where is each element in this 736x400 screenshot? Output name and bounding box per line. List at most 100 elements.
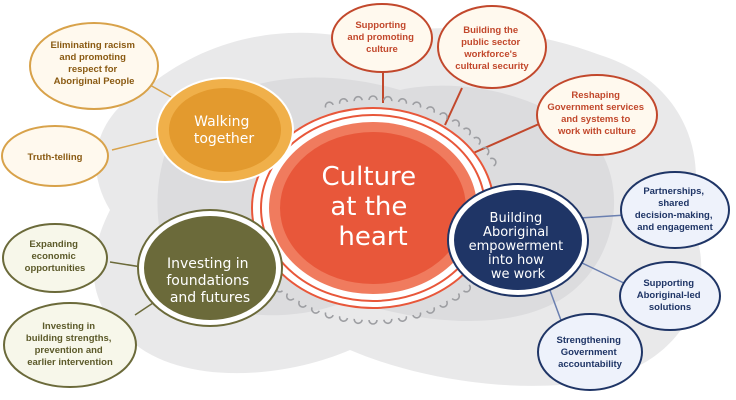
node-workforce-label: Building the public sector workforce's c…	[455, 25, 529, 72]
node-line: public sector	[461, 37, 520, 48]
building-hub	[447, 183, 589, 297]
node-line: Eliminating racism	[50, 40, 134, 51]
scallop-mark	[451, 119, 461, 127]
connector-building-aboriginal-led	[579, 261, 629, 286]
node-line: earlier intervention	[27, 357, 113, 368]
node-line: opportunities	[25, 263, 86, 274]
node-aboriginal-led	[619, 261, 721, 331]
scallop-mark	[397, 98, 408, 104]
node-line: Truth-telling	[28, 152, 83, 163]
node-line: and promoting	[59, 52, 126, 63]
node-line: Government	[561, 347, 618, 358]
node-line: accountability	[558, 359, 623, 370]
investing-hub	[137, 209, 283, 327]
scallop-mark	[353, 95, 363, 102]
scallop-mark	[324, 101, 334, 108]
node-line: Partnerships,	[643, 186, 704, 197]
node-line: Supporting	[643, 278, 694, 289]
node-line: culture	[366, 44, 398, 55]
scallop-mark	[338, 316, 349, 322]
walking-together-hub	[156, 77, 294, 183]
node-line: Expanding	[29, 239, 78, 250]
node-line: Aboriginal People	[54, 76, 135, 87]
connector-building-partnerships	[579, 214, 627, 219]
node-line: Strengthening	[556, 335, 621, 346]
node-truth	[1, 125, 109, 187]
scallop-mark	[451, 293, 461, 301]
node-supporting-culture-label: Supporting and promoting culture	[347, 20, 416, 55]
node-economic	[2, 223, 108, 293]
node-line: prevention and	[35, 345, 103, 356]
node-economic-label: Expanding economic opportunities	[25, 239, 86, 274]
node-line: Reshaping	[571, 90, 620, 101]
node-racism	[29, 22, 159, 110]
scallop-mark	[298, 300, 307, 308]
connector-walking-truth	[111, 137, 161, 151]
node-strengths	[3, 302, 137, 388]
node-truth-label: Truth-telling	[28, 152, 83, 163]
center-title: Culture at the heart	[322, 162, 425, 252]
scallop-mark	[412, 312, 422, 319]
scallop-mark	[368, 95, 378, 101]
node-supporting-culture	[331, 3, 433, 73]
scallop-mark	[439, 112, 448, 120]
node-line: Investing in	[42, 321, 95, 332]
node-line: and engagement	[637, 222, 713, 233]
node-strengths-label: Investing in building strengths, prevent…	[26, 321, 114, 368]
node-line: Building the	[463, 25, 518, 36]
walking-line: Walking	[194, 114, 249, 130]
node-line: Aboriginal-led	[637, 290, 701, 301]
node-line: respect for	[68, 64, 117, 75]
building-line: Building	[490, 211, 543, 226]
node-line: shared	[658, 198, 689, 209]
scallop-mark	[368, 319, 378, 325]
scallop-mark	[383, 318, 393, 325]
node-line: solutions	[649, 302, 691, 313]
investing-title: Investing in foundations and futures	[166, 256, 253, 306]
node-partnerships	[620, 171, 730, 249]
investing-line: foundations	[166, 273, 249, 289]
building-line: we work	[491, 267, 546, 282]
node-workforce	[437, 5, 547, 89]
scallop-mark	[338, 98, 349, 104]
building-line: empowerment	[469, 239, 564, 254]
node-partnerships-label: Partnerships, shared decision-making, an…	[635, 186, 715, 233]
building-line: Aboriginal	[483, 225, 549, 240]
node-line: economic	[32, 251, 76, 262]
node-reshaping-label: Reshaping Government services and system…	[547, 90, 646, 137]
center-title-line: Culture	[322, 162, 417, 192]
center-title-line: heart	[338, 222, 407, 252]
node-line: cultural security	[455, 61, 529, 72]
scallop-mark	[310, 307, 321, 314]
investing-line: and futures	[170, 290, 250, 306]
node-line: Government services	[547, 102, 644, 113]
node-line: work with culture	[557, 126, 636, 137]
scallop-mark	[397, 316, 408, 322]
node-line: and promoting	[347, 32, 414, 43]
scallop-mark	[425, 307, 436, 314]
scallop-mark	[324, 312, 334, 319]
scallop-mark	[383, 95, 393, 102]
scallop-mark	[489, 157, 497, 167]
scallop-mark	[462, 284, 472, 293]
scallop-mark	[412, 101, 422, 108]
walking-together-title: Walking together	[194, 114, 255, 147]
node-racism-label: Eliminating racism and promoting respect…	[50, 40, 137, 87]
scallop-mark	[473, 136, 481, 146]
center-circle	[251, 107, 495, 309]
scallop-mark	[353, 318, 363, 325]
scallop-mark	[285, 293, 295, 301]
node-line: building strengths,	[26, 333, 112, 344]
node-line: decision-making,	[635, 210, 713, 221]
connector-building-accountability	[547, 284, 563, 324]
connector-center-reshaping	[461, 119, 549, 159]
walking-line: together	[194, 131, 255, 147]
node-accountability	[537, 313, 643, 391]
building-line: into how	[488, 253, 544, 268]
node-line: Supporting	[355, 20, 406, 31]
node-line: and systems to	[561, 114, 630, 125]
node-reshaping	[536, 74, 658, 156]
connector-center-workforce	[444, 87, 463, 126]
scallop-mark	[439, 300, 448, 308]
